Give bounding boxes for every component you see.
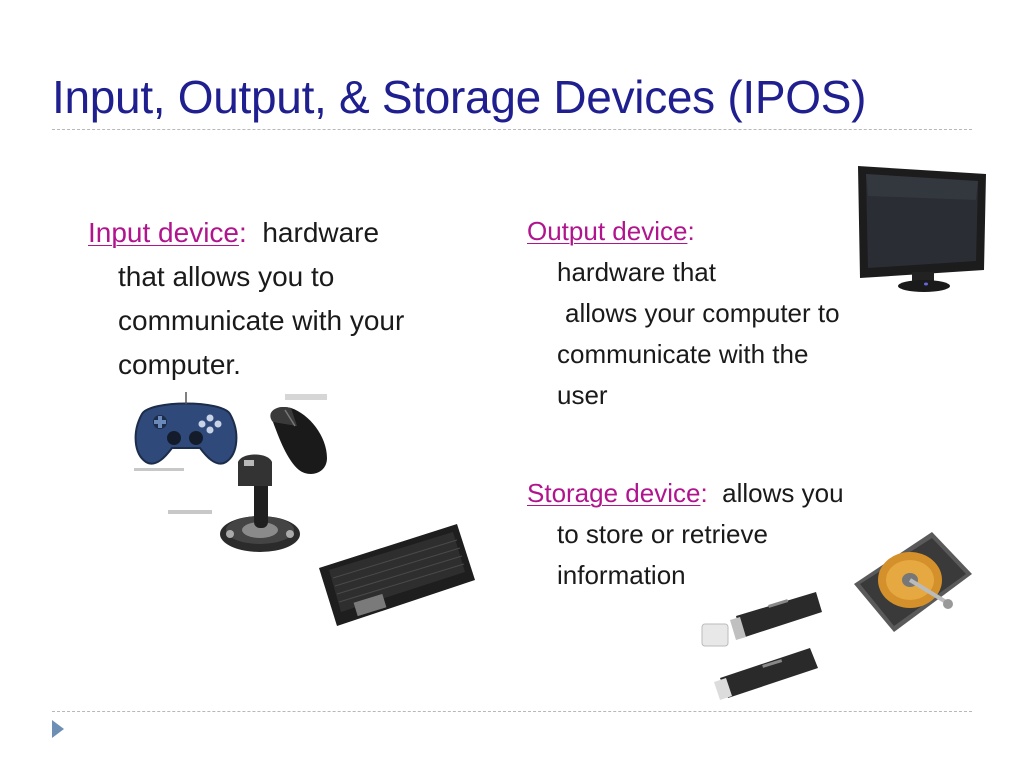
storage-device-line-1: Storage device: allows you: [527, 478, 844, 509]
output-device-text-4: user: [557, 380, 608, 410]
output-device-colon: :: [687, 216, 695, 246]
input-device-text-4: computer.: [118, 349, 241, 380]
flash-drive-photo: [701, 592, 822, 700]
footer-divider: [52, 711, 972, 712]
storage-device-term: Storage device: [527, 478, 701, 508]
title-divider: [52, 129, 972, 130]
mouse-photo: [270, 394, 327, 474]
input-device-line-1: Input device: hardware: [88, 217, 379, 249]
input-device-term: Input device: [88, 217, 239, 248]
output-device-text-3: communicate with the: [557, 339, 809, 369]
keyboard-photo: [319, 524, 475, 626]
gamepad-photo: [134, 392, 238, 471]
input-device-text-3: communicate with your: [118, 305, 405, 336]
input-device-text-1: hardware: [262, 217, 380, 248]
output-device-heading: Output device:: [527, 216, 695, 247]
storage-device-text-3: information: [557, 560, 686, 590]
output-device-text-1: hardware that: [557, 257, 716, 287]
slide-nav-arrow-icon[interactable]: [52, 720, 64, 738]
joystick-photo: [168, 454, 300, 552]
storage-device-text-2: to store or retrieve: [557, 519, 768, 549]
slide-title: Input, Output, & Storage Devices (IPOS): [52, 71, 867, 123]
storage-device-text-1: allows you: [722, 478, 844, 508]
hard-drive-photo: [854, 532, 972, 632]
output-device-term: Output device: [527, 216, 688, 246]
output-device-text-2: allows your computer to: [565, 298, 840, 328]
storage-device-colon: :: [700, 478, 708, 508]
input-device-text-2: that allows you to: [118, 261, 335, 292]
monitor-photo: [848, 160, 994, 300]
input-device-colon: :: [239, 217, 247, 248]
